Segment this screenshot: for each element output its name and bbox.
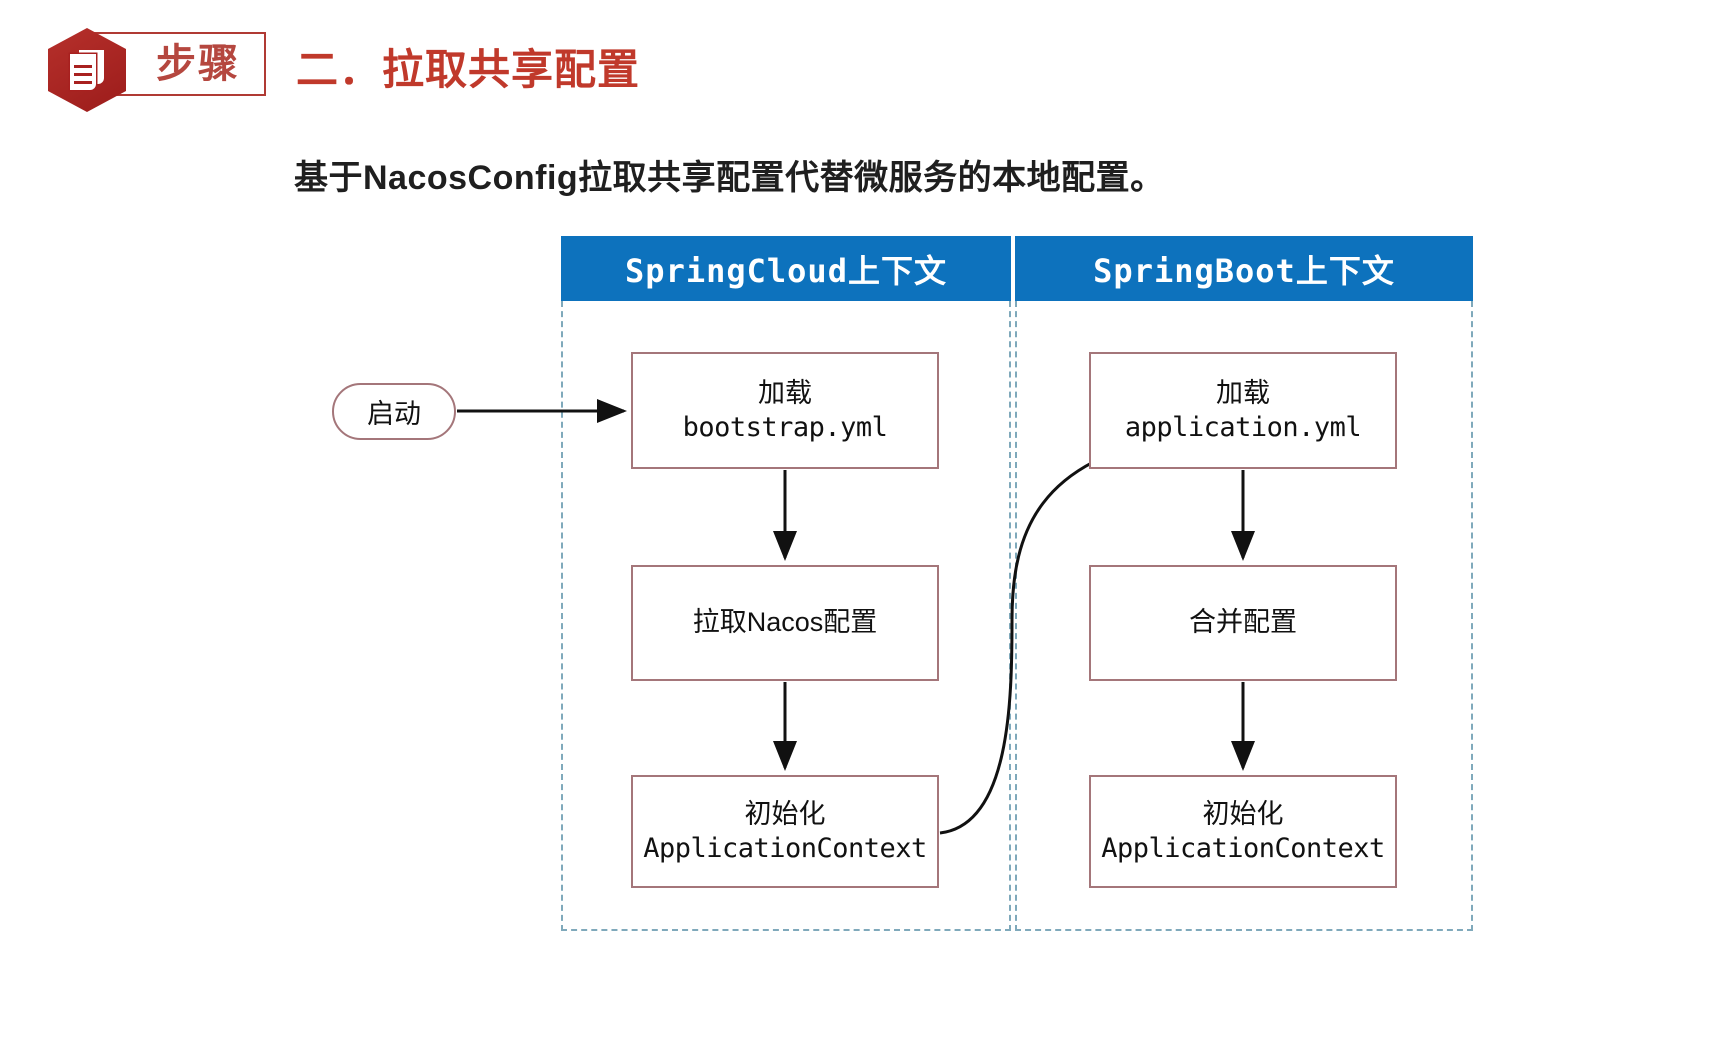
- node-line2: application.yml: [1124, 411, 1362, 443]
- node-load-application-yml[interactable]: 加载 application.yml: [1089, 352, 1397, 469]
- node-start[interactable]: 启动: [332, 383, 456, 440]
- node-line1: 加载: [758, 377, 812, 408]
- node-line1: 加载: [1216, 377, 1270, 408]
- node-line1: 合并配置: [1189, 607, 1297, 638]
- document-icon-line: [74, 81, 92, 84]
- node-line2: ApplicationContext: [1101, 832, 1385, 864]
- node-init-applicationcontext-boot[interactable]: 初始化 ApplicationContext: [1089, 775, 1397, 888]
- page-subtitle: 基于NacosConfig拉取共享配置代替微服务的本地配置。: [294, 159, 1165, 197]
- node-line2: ApplicationContext: [643, 832, 927, 864]
- node-fetch-nacos-config[interactable]: 拉取Nacos配置: [631, 565, 939, 681]
- node-load-bootstrap-yml[interactable]: 加载 bootstrap.yml: [631, 352, 939, 469]
- context-header-springcloud: SpringCloud上下文: [561, 236, 1011, 301]
- node-line1: 拉取Nacos配置: [692, 607, 878, 638]
- step-badge: 步骤: [48, 28, 270, 112]
- document-icon-line: [74, 65, 92, 68]
- document-icon: [70, 50, 104, 90]
- node-line2: bootstrap.yml: [682, 411, 888, 443]
- hexagon-badge-shape: [48, 28, 126, 112]
- node-start-label: 启动: [367, 399, 421, 429]
- node-line1: 初始化: [1202, 798, 1284, 829]
- node-line1: 初始化: [744, 798, 826, 829]
- node-init-applicationcontext-cloud[interactable]: 初始化 ApplicationContext: [631, 775, 939, 888]
- page-title: 二．拉取共享配置: [296, 46, 641, 93]
- context-header-springboot: SpringBoot上下文: [1015, 236, 1473, 301]
- step-badge-label: 步骤: [156, 42, 240, 86]
- node-merge-config[interactable]: 合并配置: [1089, 565, 1397, 681]
- document-icon-front-sheet: [70, 54, 96, 90]
- document-icon-line: [74, 73, 92, 76]
